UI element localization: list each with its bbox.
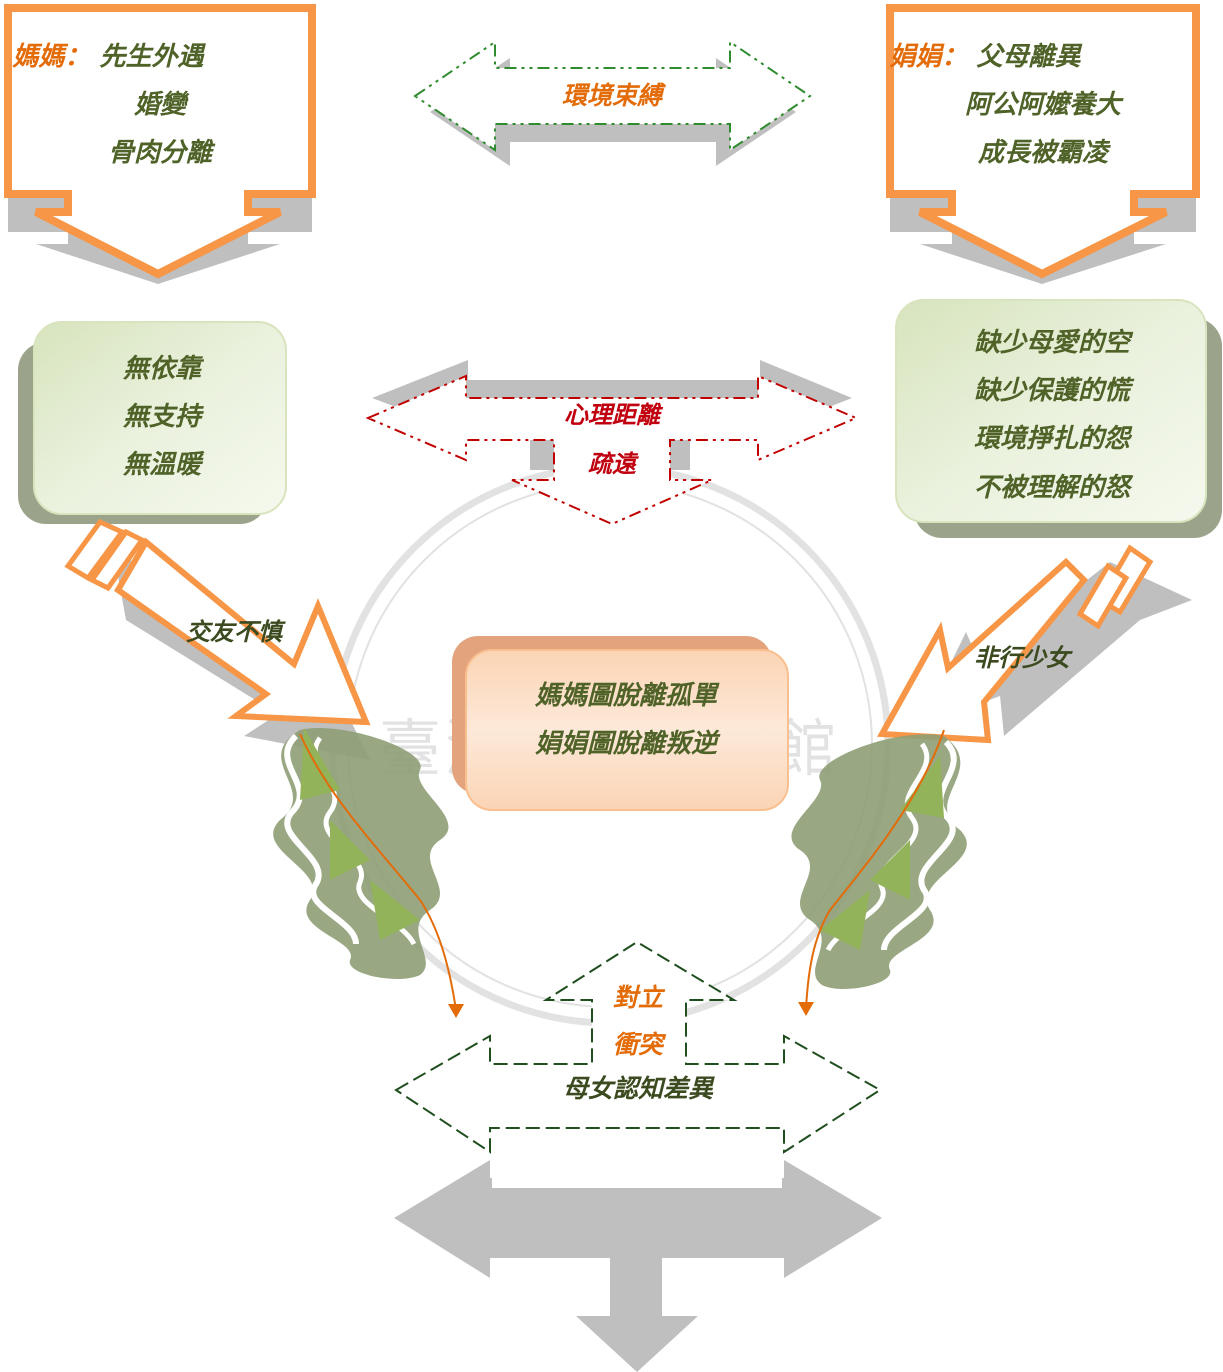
- mom-feeling-3: 無溫暖: [122, 450, 205, 480]
- right-diagonal-arrow: 非行少女: [877, 544, 1192, 744]
- svg-text:娟娟： 父母離異: 娟娟： 父母離異: [889, 42, 1082, 72]
- mom-feeling-2: 無支持: [122, 402, 204, 432]
- center-line-2: 娟娟圖脫離叛逆: [535, 729, 721, 759]
- conflict-arrow: 對立 衝突 母女認知差異: [394, 940, 882, 1188]
- left-arrow-label: 交友不慎: [186, 618, 286, 646]
- daughter-feeling-4: 不被理解的怒: [974, 473, 1134, 503]
- environment-label: 環境束縛: [562, 81, 666, 110]
- daughter-name-label: 娟娟：: [889, 42, 967, 72]
- daughter-feelings-box: 缺少母愛的空 缺少保護的慌 環境掙扎的怨 不被理解的怒: [895, 299, 1222, 538]
- daughter-line-3: 成長被霸凌: [977, 138, 1111, 168]
- environment-double-arrow: 環境束縛: [413, 40, 812, 166]
- right-wavy-ribbon: [791, 729, 967, 1016]
- mom-line-1: 先生外遇: [100, 42, 207, 72]
- mom-name-label: 媽媽：: [11, 42, 90, 72]
- left-diagonal-arrow: 交友不慎: [64, 518, 371, 760]
- svg-text:媽媽： 先生外遇: 媽媽： 先生外遇: [11, 42, 206, 72]
- daughter-feeling-3: 環境掙扎的怨: [974, 424, 1133, 454]
- distance-line-2: 疏遠: [588, 450, 639, 478]
- daughter-background-callout: 娟娟： 父母離異 阿公阿嬤養大 成長被霸凌: [886, 4, 1200, 284]
- mom-background-callout: 媽媽： 先生外遇 婚變 骨肉分離: [4, 4, 316, 284]
- cognitive-difference-label: 母女認知差異: [563, 1074, 715, 1103]
- mom-line-3: 骨肉分離: [108, 138, 216, 168]
- center-line-1: 媽媽圖脫離孤單: [534, 681, 720, 711]
- right-arrow-label: 非行少女: [974, 644, 1073, 672]
- conflict-line-1: 對立: [613, 983, 666, 1012]
- daughter-feeling-2: 缺少保護的慌: [974, 376, 1135, 406]
- bottom-gray-arrow: [394, 1160, 882, 1372]
- mom-feeling-1: 無依靠: [122, 354, 205, 384]
- distance-arrow: 心理距離 疏遠: [365, 360, 859, 526]
- mom-feelings-box: 無依靠 無支持 無溫暖: [18, 321, 287, 524]
- center-goal-box: 媽媽圖脫離孤單 娟娟圖脫離叛逆: [452, 636, 789, 811]
- daughter-line-2: 阿公阿嬤養大: [965, 90, 1124, 120]
- daughter-feeling-1: 缺少母愛的空: [974, 328, 1134, 358]
- daughter-line-1: 父母離異: [977, 42, 1083, 72]
- conflict-line-2: 衝突: [613, 1030, 667, 1059]
- distance-line-1: 心理距離: [564, 401, 664, 429]
- left-wavy-ribbon: [273, 728, 464, 1018]
- mom-line-2: 婚變: [134, 90, 190, 120]
